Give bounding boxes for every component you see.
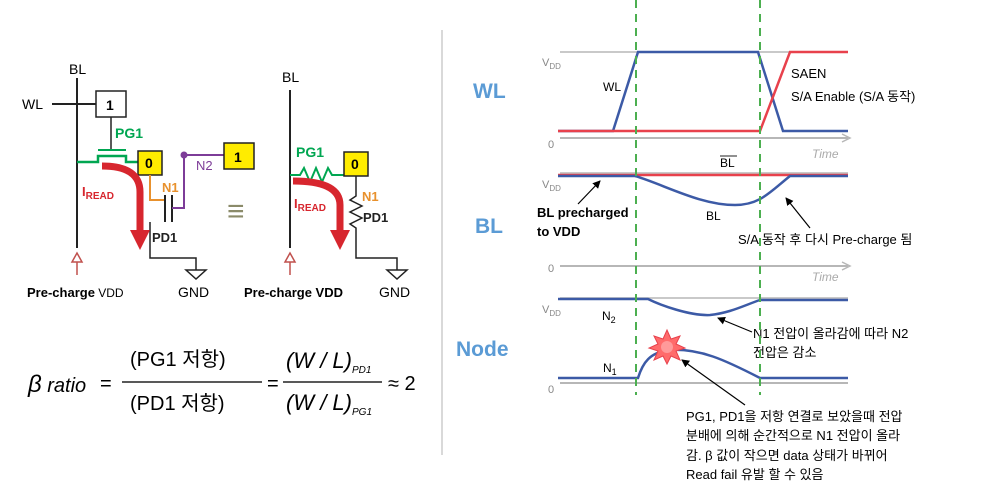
wl-vdd-label: VDD: [542, 57, 561, 71]
formula-wl-num: (W / L)PD1: [286, 348, 371, 376]
row-label-node: Node: [456, 338, 509, 361]
row-label-bl: BL: [475, 215, 503, 238]
gnd-symbol: [184, 269, 208, 281]
pg1-resistor: [290, 165, 346, 185]
bl-sa-pointer: [785, 197, 811, 229]
blbar-label: BL: [720, 156, 735, 170]
bl-precharged-pointer: [577, 180, 601, 205]
bl-label: BL: [69, 61, 86, 77]
bottom-note-line3: 감. β 값이 작으면 data 상태가 바뀌어: [686, 448, 888, 463]
n2-wire: [172, 154, 224, 209]
spike-burst-center: [661, 341, 673, 353]
bl-precharged-line2: to VDD: [537, 224, 580, 239]
formula-numerator: (PG1 저항): [130, 348, 226, 371]
node-vdd-label: VDD: [542, 304, 561, 318]
node-value: 0: [145, 155, 153, 171]
wl-value-box: [95, 90, 127, 118]
pd1-label-2: PD1: [363, 210, 388, 225]
precharge-arrow: [70, 251, 84, 275]
formula-equals-1: =: [100, 373, 112, 395]
iread-arrow-head: [130, 230, 150, 250]
beta-ratio-formula: β ratio = (PG1 저항) (PD1 저항) = (W / L)PD1…: [27, 348, 416, 418]
n2-waveform: [558, 297, 848, 317]
bl-waveform: [558, 174, 848, 207]
bl-sa-note: S/A 동작 후 다시 Pre-charge 됨: [738, 232, 912, 247]
row-label-wl: WL: [473, 80, 506, 103]
node-value-2: 0: [351, 156, 359, 172]
bottom-note-pointer: [681, 359, 746, 406]
beta-symbol: β ratio: [27, 371, 86, 398]
saen-label: SAEN: [791, 66, 826, 81]
precharge-label-2: Pre-charge VDD: [244, 285, 343, 300]
precharge-label: Pre-charge VDD: [27, 285, 124, 300]
gnd-label: GND: [178, 284, 209, 300]
right-circuit: BL PG1 0 N1 PD1 GND IREAD Pre-charge VDD: [244, 69, 410, 300]
n2-note-line1: N1 전압이 올라감에 따라 N2: [753, 326, 908, 341]
wl-time-label: Time: [812, 147, 839, 161]
n2-label: N2: [196, 158, 213, 173]
iread-arrow-shaft-2: [292, 177, 344, 232]
saen-waveform: [558, 50, 848, 133]
n2-dot: [180, 151, 188, 159]
pg1-label-2: PG1: [296, 144, 324, 160]
formula-approx: ≈ 2: [388, 373, 416, 395]
wl-zero-label: 0: [548, 139, 554, 151]
node-value-box-2: [343, 151, 369, 177]
bottom-note-line4: Read fail 유발 할 수 있음: [686, 467, 824, 482]
bottom-note-line1: PG1, PD1을 저항 연결로 보았을때 전압: [686, 409, 903, 424]
precharge-arrow-2: [283, 251, 297, 275]
bottom-note-line2: 분배에 의해 순간적으로 N1 전압이 올라: [686, 428, 900, 443]
pg1-channel: [77, 154, 140, 164]
bl-vdd-label: VDD: [542, 179, 561, 193]
pd1-ground-wire: [149, 222, 197, 270]
n2-note-line2: 전압은 감소: [753, 345, 816, 360]
iread-label: IREAD: [82, 184, 114, 202]
gnd-symbol-2: [385, 269, 409, 281]
gnd-label-2: GND: [379, 284, 410, 300]
left-circuit: BL WL 1 PG1 0 N1 PD1 GND N2 1: [22, 61, 255, 300]
formula-wl-den: (W / L)PG1: [286, 390, 372, 418]
n2-value-box: [223, 142, 255, 170]
n1-label: N1: [162, 180, 179, 195]
bl-label-2: BL: [282, 69, 299, 85]
pd1-resistor: [348, 176, 398, 270]
pg1-label: PG1: [115, 125, 143, 141]
pd1-label: PD1: [152, 230, 177, 245]
node-zero-label: 0: [548, 384, 554, 396]
equivalence-symbol: ≡: [227, 195, 245, 228]
bl-curve-label: BL: [706, 209, 721, 223]
wl-time-arrow: [841, 133, 852, 143]
timing-diagram: WL BL Node VDD 0 Time WL SAEN S/A Enable…: [456, 0, 915, 482]
n1-wire: [149, 175, 165, 201]
bl-time-label: Time: [812, 270, 839, 284]
wl-label: WL: [22, 96, 43, 112]
bl-zero-label: 0: [548, 263, 554, 275]
wl-curve-label: WL: [603, 80, 621, 94]
n1-curve-label: N1: [603, 361, 617, 377]
sa-enable-label: S/A Enable (S/A 동작): [791, 89, 915, 104]
wl-value: 1: [106, 97, 114, 113]
bl-precharged-line1: BL precharged: [537, 205, 629, 220]
iread-arrow-head-2: [330, 230, 350, 250]
bl-time-arrow: [841, 261, 852, 271]
formula-denominator: (PD1 저항): [130, 392, 225, 415]
n2-curve-label: N2: [602, 309, 616, 325]
iread-arrow-shaft: [101, 162, 144, 232]
n2-value: 1: [234, 149, 242, 165]
n1-label-2: N1: [362, 189, 379, 204]
n2-note-pointer: [717, 316, 753, 333]
formula-equals-2: =: [267, 373, 279, 395]
iread-label-2: IREAD: [294, 196, 326, 214]
